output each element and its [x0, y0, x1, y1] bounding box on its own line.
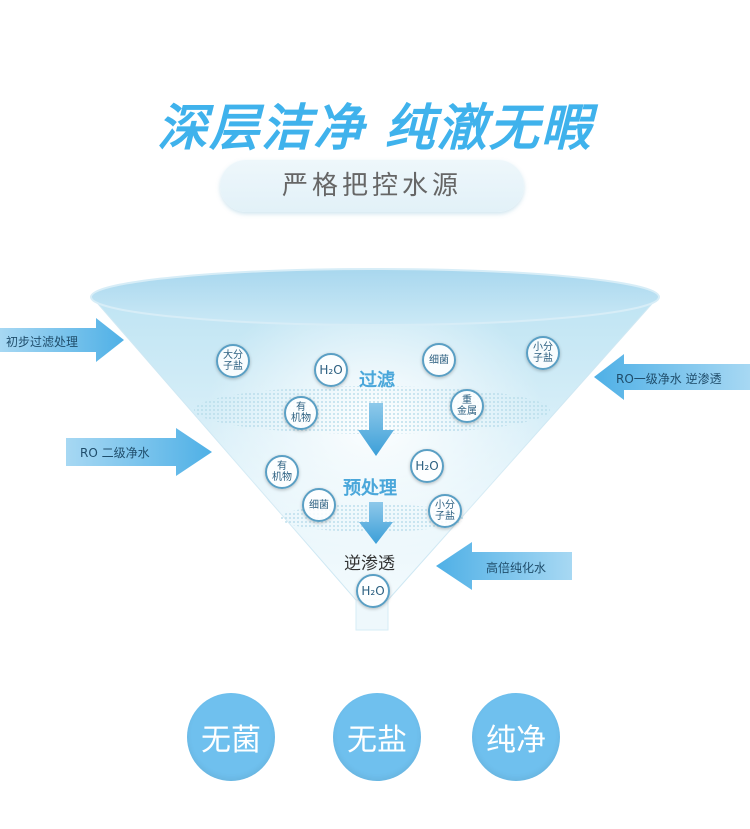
- label-initial-filter: 初步过滤处理: [6, 335, 79, 349]
- bubble-bacteria: 细菌: [422, 343, 456, 377]
- bubble-organic: 有 机物: [284, 396, 318, 430]
- headline: 深层洁净 纯澈无暇: [157, 99, 593, 157]
- bubble-h2o-3: H₂O: [356, 574, 390, 608]
- arrow-left-mid: [66, 428, 212, 476]
- bubble-h2o: H₂O: [314, 353, 348, 387]
- bubble-heavy-metal: 重 金属: [450, 389, 484, 423]
- arrow-right-bottom: [436, 542, 572, 590]
- bubble-h2o-2: H₂O: [410, 449, 444, 483]
- feature-sterile: 无菌: [187, 693, 275, 781]
- down-arrow-1: [358, 403, 394, 456]
- bubble-macro-salt: 大分 子盐: [216, 344, 250, 378]
- label-ro-secondary: RO 二级净水: [80, 446, 150, 460]
- bubble-organic-2: 有 机物: [265, 455, 299, 489]
- subtitle-text: 严格把控水源: [281, 171, 462, 201]
- feature-pure: 纯净: [472, 693, 560, 781]
- stage-reverse-osmosis: 逆渗透: [344, 554, 395, 574]
- feature-salt-free: 无盐: [333, 693, 421, 781]
- down-arrow-2: [359, 502, 393, 544]
- label-high-purity: 高倍纯化水: [486, 561, 547, 575]
- stage-pretreat: 预处理: [343, 478, 397, 499]
- arrow-right-top: [594, 354, 750, 400]
- stage-filter: 过滤: [359, 370, 395, 391]
- subtitle-pill: 严格把控水源: [220, 160, 524, 212]
- bubble-micro-salt-2: 小分 子盐: [428, 494, 462, 528]
- funnel-rim: [90, 268, 660, 326]
- bubble-bacteria-2: 细菌: [302, 488, 336, 522]
- bubble-micro-salt: 小分 子盐: [526, 336, 560, 370]
- label-ro-primary: RO一级净水 逆渗透: [616, 372, 722, 386]
- arrow-left-top: [0, 318, 124, 362]
